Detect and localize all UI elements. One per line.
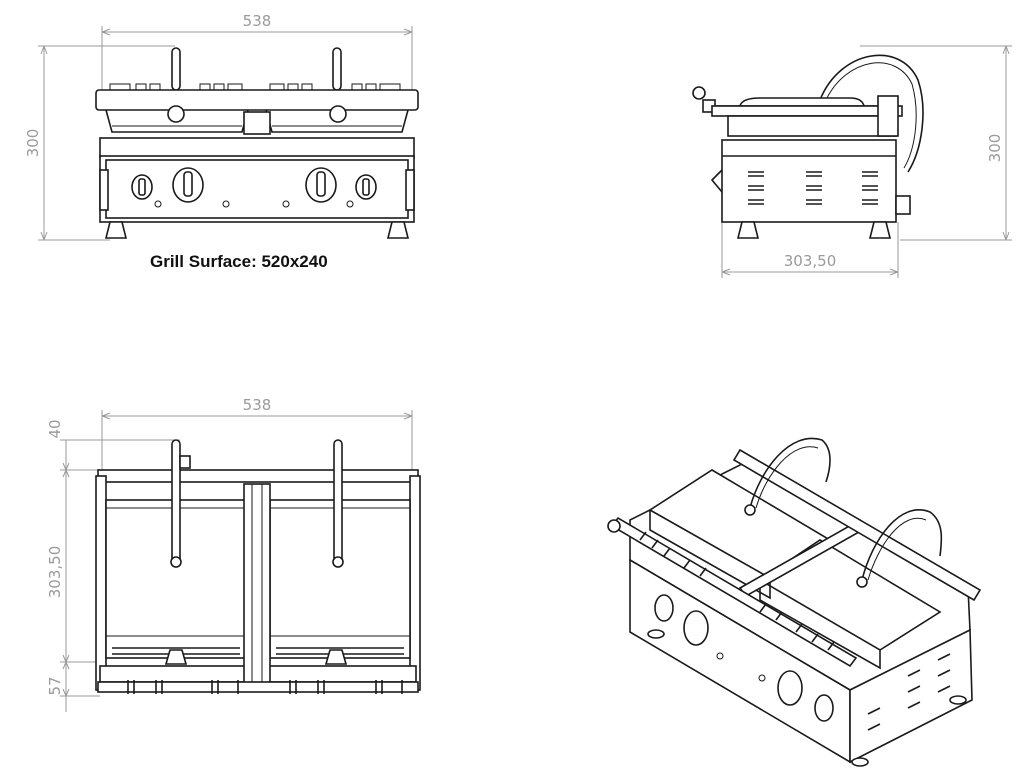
side-body [710,139,911,223]
isometric-view [607,437,982,767]
front-handles [171,47,342,91]
side-height-dimension: 300 [860,45,1012,241]
front-view: 538 300 [24,12,419,241]
top-hinge-coils [97,649,419,694]
side-depth-dimension: 303,50 [721,222,899,278]
side-view: 300 303,50 [692,45,1012,278]
iso-power-cable-right [861,509,943,581]
top-offset-label: 40 [46,419,64,438]
top-handles [170,439,344,568]
front-lids [95,83,419,135]
front-feet [104,221,410,239]
top-view: 538 40 303,50 57 [46,396,421,712]
front-body [99,137,415,223]
front-knob-right-large [305,167,337,203]
front-height-label: 300 [24,129,42,158]
front-height-dimension: 300 [24,45,175,241]
front-width-label: 538 [243,12,272,30]
iso-power-cable-left [749,437,831,509]
front-width-dimension: 538 [101,12,413,100]
top-depth-label: 303,50 [46,546,64,599]
side-power-cable [819,54,924,173]
top-width-dimension: 538 [101,396,413,470]
side-height-label: 300 [986,134,1004,163]
front-knob-left-small [131,174,153,200]
side-feet [736,221,892,239]
top-left-dimensions: 40 303,50 57 [46,419,180,712]
front-knob-right-small [355,174,377,200]
side-depth-label: 303,50 [784,252,837,270]
grill-surface-caption: Grill Surface: 520x240 [150,252,328,271]
top-bottom-offset-label: 57 [46,676,64,695]
top-width-label: 538 [243,396,272,414]
front-knob-left-large [172,167,204,203]
